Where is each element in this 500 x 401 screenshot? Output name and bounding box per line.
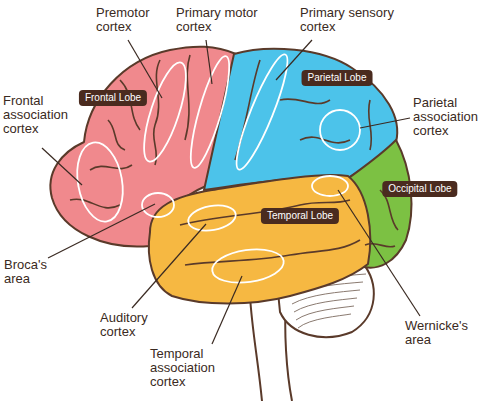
temporal-lobe	[149, 175, 370, 303]
lobe-name: Temporal Lobe	[267, 210, 333, 222]
area-label: Primary sensory cortex	[300, 6, 394, 34]
area-label: Parietal association cortex	[413, 96, 497, 138]
leader-lines	[42, 40, 420, 344]
cerebellum-fold	[298, 314, 351, 328]
area-label: Wernicke's area	[405, 319, 481, 347]
area-label: Premotor cortex	[96, 6, 160, 34]
area-label: Auditory cortex	[100, 311, 162, 339]
area-label: Frontal association cortex	[3, 94, 79, 136]
lobe-label-box: Temporal Lobe	[261, 208, 339, 224]
sulci	[70, 55, 398, 265]
lobe-label-box: Parietal Lobe	[302, 70, 373, 86]
area-label: Broca's area	[4, 258, 58, 286]
area-label: Primary motor cortex	[176, 6, 258, 34]
lobe-name: Occipital Lobe	[388, 183, 451, 195]
lobe-name: Parietal Lobe	[308, 72, 367, 84]
lobe-label-box: Frontal Lobe	[79, 90, 147, 106]
lobe-label-box: Occipital Lobe	[382, 181, 457, 197]
brainstem	[250, 296, 262, 401]
area-label: Temporal association cortex	[150, 347, 230, 389]
lobe-name: Frontal Lobe	[85, 92, 141, 104]
